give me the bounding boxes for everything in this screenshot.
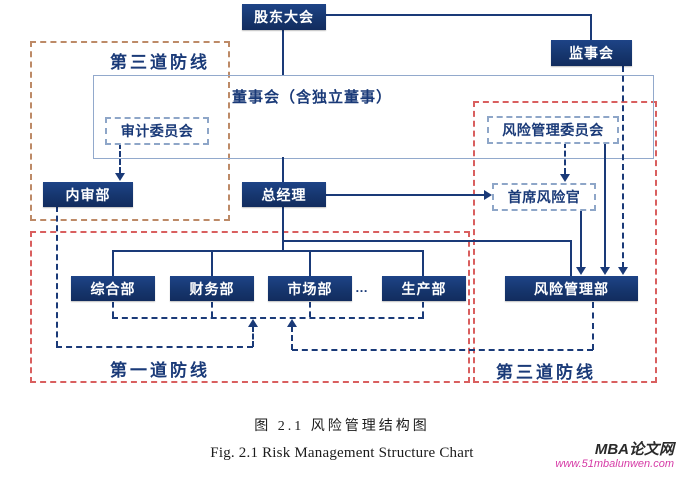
connector-board-gm	[282, 157, 284, 182]
connector-feedback-stub-finance	[211, 302, 213, 317]
board-of-directors-label: 董事会（含独立董事）	[232, 89, 393, 106]
node-risk-committee: 风险管理委员会	[487, 116, 619, 144]
connector-riskdept-uparrow-line	[291, 326, 293, 350]
connector-auditcommittee-internalaudit	[119, 143, 121, 173]
zone-label-third-line-right: 第三道防线	[496, 363, 596, 382]
node-chief-risk-officer: 首席风险官	[492, 183, 596, 211]
node-audit-committee: 审计委员会	[105, 117, 209, 145]
zone-label-third-line-left: 第三道防线	[110, 53, 210, 72]
node-general-dept: 综合部	[71, 276, 155, 301]
arrowhead-riskcommittee-riskdept	[600, 267, 610, 275]
watermark-site-name: MBA论文网	[594, 441, 674, 458]
connector-feedback-rail	[112, 317, 424, 319]
connector-dept-rail	[112, 250, 424, 252]
caption-en: Fig. 2.1 Risk Management Structure Chart	[210, 445, 474, 461]
connector-internalaudit-right	[56, 346, 253, 348]
connector-riskcommittee-cro	[564, 142, 566, 174]
arrowhead-riskcommittee-cro	[560, 174, 570, 182]
node-market-dept: 市场部	[268, 276, 352, 301]
arrowhead-internalaudit-rail	[248, 319, 258, 327]
zone-label-first-line: 第一道防线	[110, 361, 210, 380]
connector-riskcommittee-riskdept	[604, 142, 606, 268]
node-internal-audit-dept: 内审部	[43, 182, 133, 207]
connector-gm-riskdept-h	[282, 240, 572, 242]
node-general-manager: 总经理	[242, 182, 326, 207]
connector-feedback-stub-market	[309, 302, 311, 317]
zone-third-line-left	[30, 41, 230, 221]
arrowhead-cro-riskdept	[576, 267, 586, 275]
connector-riskdept-left	[292, 349, 593, 351]
connector-stub-market	[309, 250, 311, 276]
node-shareholders: 股东大会	[242, 4, 326, 30]
node-supervisory-board: 监事会	[551, 40, 632, 66]
connector-cro-riskdept	[580, 208, 582, 268]
connector-gm-cro	[326, 194, 484, 196]
watermark-site-url: www.51mbalunwen.com	[555, 458, 674, 471]
connector-feedback-stub-production	[422, 302, 424, 317]
ellipsis-more-depts: …	[355, 280, 369, 295]
arrowhead-riskdept-rail	[287, 319, 297, 327]
connector-supervisory-drop	[590, 14, 592, 41]
connector-riskdept-down	[592, 302, 594, 350]
connector-gm-riskdept-v	[570, 240, 572, 276]
connector-supervisory-riskdept	[622, 66, 624, 268]
connector-internalaudit-down	[56, 206, 58, 347]
connector-stub-production	[422, 250, 424, 276]
arrowhead-auditcommittee-internalaudit	[115, 173, 125, 181]
connector-feedback-stub-general	[112, 302, 114, 317]
connector-shareholders-board	[282, 29, 284, 75]
connector-internalaudit-uparrow-line	[252, 326, 254, 347]
node-risk-management-dept: 风险管理部	[505, 276, 638, 301]
arrowhead-gm-cro	[484, 190, 492, 200]
caption-zh: 图 2.1 风险管理结构图	[254, 419, 430, 434]
node-production-dept: 生产部	[382, 276, 466, 301]
connector-stub-general	[112, 250, 114, 276]
node-finance-dept: 财务部	[170, 276, 254, 301]
connector-stub-finance	[211, 250, 213, 276]
zone-first-line	[30, 231, 470, 383]
arrowhead-supervisory-riskdept	[618, 267, 628, 275]
watermark: MBA论文网 www.51mbalunwen.com	[555, 441, 674, 471]
connector-shareholders-supervisory	[326, 14, 592, 16]
board-of-directors-frame	[93, 75, 654, 159]
zone-third-line-right	[473, 101, 657, 383]
connector-gm-down	[282, 206, 284, 252]
